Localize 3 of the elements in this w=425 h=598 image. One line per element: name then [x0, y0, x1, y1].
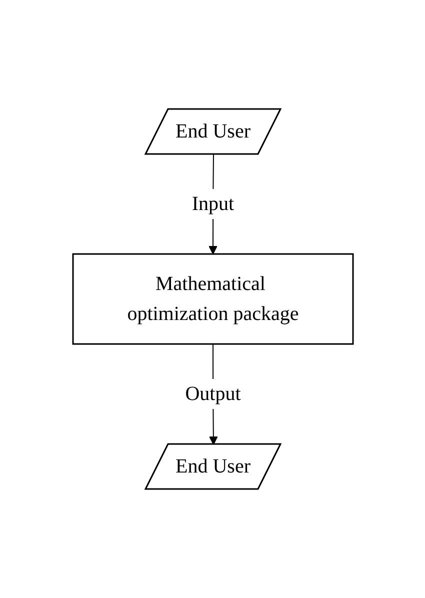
edge-label: Input: [191, 193, 234, 215]
node-box: Mathematical optimization package: [72, 253, 354, 345]
edge-label: Output: [184, 383, 240, 405]
